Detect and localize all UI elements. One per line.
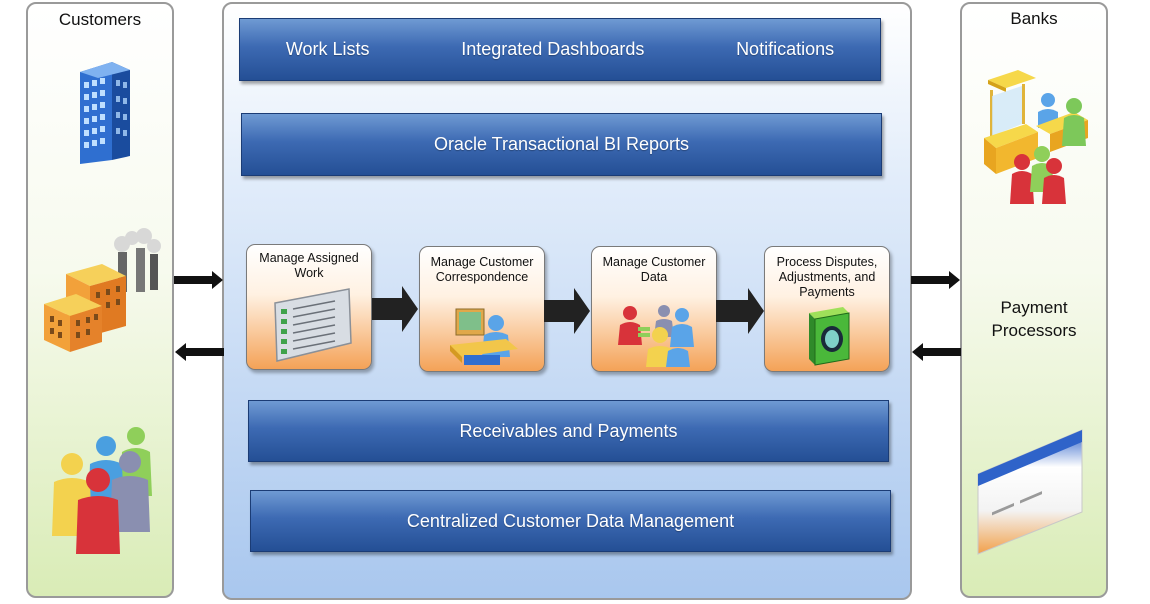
work-lists-label[interactable]: Work Lists — [285, 39, 370, 59]
flow-arrow-2 — [544, 288, 590, 334]
office-building-icon — [80, 62, 130, 164]
process-step-3-label: Manage Customer Data — [602, 255, 706, 284]
process-step-3[interactable]: Manage Customer Data — [591, 246, 717, 372]
payment-box-icon — [809, 307, 850, 366]
customers-icon — [618, 305, 694, 367]
customers-panel: Customers — [26, 2, 174, 598]
integrated-dashboards-label[interactable]: Integrated Dashboards — [461, 39, 645, 59]
banks-to-center-arrow — [912, 343, 961, 361]
process-step-2-label: Manage Customer Correspondence — [430, 255, 534, 284]
customers-title: Customers — [58, 10, 142, 29]
workstation-icon — [450, 308, 518, 365]
cdm-bar: Centralized Customer Data Management — [250, 490, 891, 552]
reports-bar-label[interactable]: Oracle Transactional BI Reports — [433, 134, 690, 154]
receivables-bar: Receivables and Payments — [248, 400, 889, 462]
factory-icon — [44, 228, 161, 352]
banks-panel: Banks Payment Processors — [960, 2, 1108, 598]
cdm-bar-label[interactable]: Centralized Customer Data Management — [406, 510, 735, 531]
reports-bar: Oracle Transactional BI Reports — [241, 113, 882, 176]
center-to-customers-arrow — [175, 343, 224, 361]
flow-arrow-1 — [372, 286, 418, 332]
process-step-4[interactable]: Process Disputes, Adjustments, and Payme… — [764, 246, 890, 372]
customers-to-center-arrow — [174, 271, 223, 289]
process-step-1[interactable]: Manage Assigned Work — [246, 244, 372, 370]
top-bar: Work Lists Integrated Dashboards Notific… — [239, 18, 881, 81]
people-group-icon — [52, 427, 152, 554]
computer-panel-icon — [274, 288, 352, 362]
banks-title: Banks — [1010, 9, 1058, 28]
process-step-2[interactable]: Manage Customer Correspondence — [419, 246, 545, 372]
center-to-banks-arrow — [911, 271, 960, 289]
notifications-label[interactable]: Notifications — [736, 39, 835, 59]
flow-arrow-3 — [716, 288, 764, 334]
bank-teller-icon — [984, 70, 1088, 204]
credit-card-icon — [977, 429, 1083, 555]
process-step-1-label: Manage Assigned Work — [259, 251, 359, 280]
receivables-bar-label[interactable]: Receivables and Payments — [459, 420, 678, 441]
process-step-4-label: Process Disputes, Adjustments, and Payme… — [776, 255, 878, 299]
payment-processors-title: Payment Processors — [991, 298, 1077, 340]
